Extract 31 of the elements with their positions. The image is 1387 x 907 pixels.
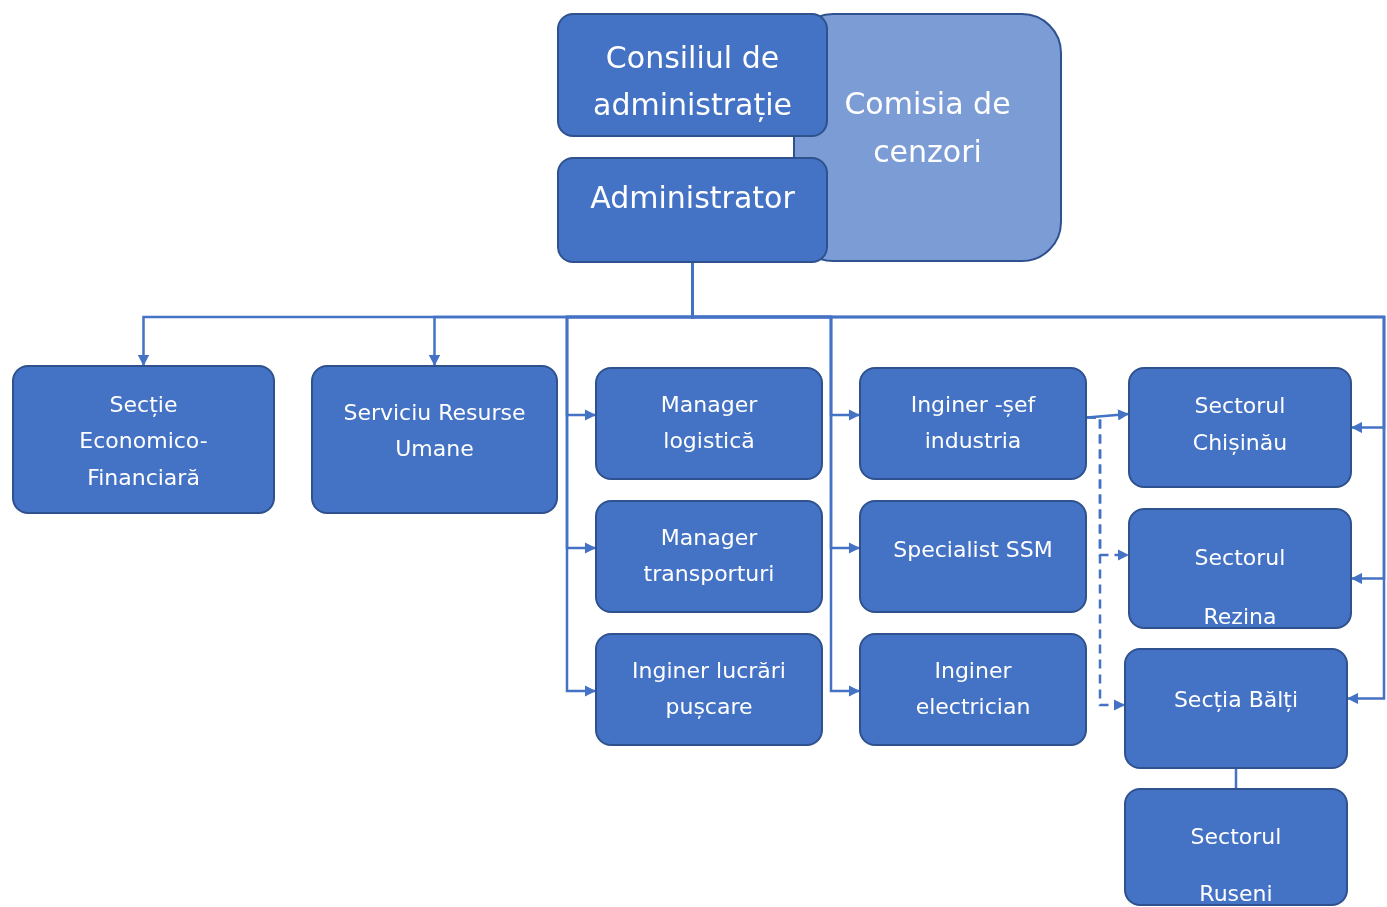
unit-name: Administrator xyxy=(589,179,796,217)
unit-name: Manager logistică xyxy=(659,391,759,456)
unit-name: Secția Bălți xyxy=(1172,686,1300,714)
org-unit-box xyxy=(1124,788,1348,906)
org-unit-box xyxy=(595,500,823,613)
org-unit-box xyxy=(557,13,828,137)
org-unit-box xyxy=(859,633,1087,746)
org-unit-box xyxy=(859,367,1087,480)
org-unit-box xyxy=(595,633,823,746)
unit-name: Sectorul Rezina xyxy=(1193,544,1287,632)
unit-name: Comisia de cenzori xyxy=(843,85,1012,171)
org-unit-box xyxy=(1128,367,1352,488)
unit-name: Sectorul Chișinău xyxy=(1191,392,1289,458)
unit-name: Inginer lucrări pușcare xyxy=(631,657,787,722)
unit-name: Specialist SSM xyxy=(892,536,1054,564)
unit-name: Serviciu Resurse Umane xyxy=(342,399,527,464)
org-unit-box xyxy=(557,157,828,263)
unit-name: Sectorul Ruseni xyxy=(1189,823,1283,907)
org-unit-box xyxy=(1128,508,1352,629)
connector-line xyxy=(1234,769,1238,788)
unit-name: Consiliul de administrație xyxy=(592,39,793,124)
unit-name: Inginer electrician xyxy=(914,657,1032,722)
unit-name: Manager transporturi xyxy=(642,524,776,589)
org-unit-box xyxy=(859,500,1087,613)
org-unit-box xyxy=(1124,648,1348,769)
unit-name: Inginer -șef industria xyxy=(909,391,1037,456)
org-unit-box xyxy=(12,365,275,514)
org-unit-box xyxy=(595,367,823,480)
arrow xyxy=(1087,416,1126,711)
org-unit-box xyxy=(311,365,558,514)
unit-name: Secție Economico-Financiară xyxy=(78,391,209,492)
